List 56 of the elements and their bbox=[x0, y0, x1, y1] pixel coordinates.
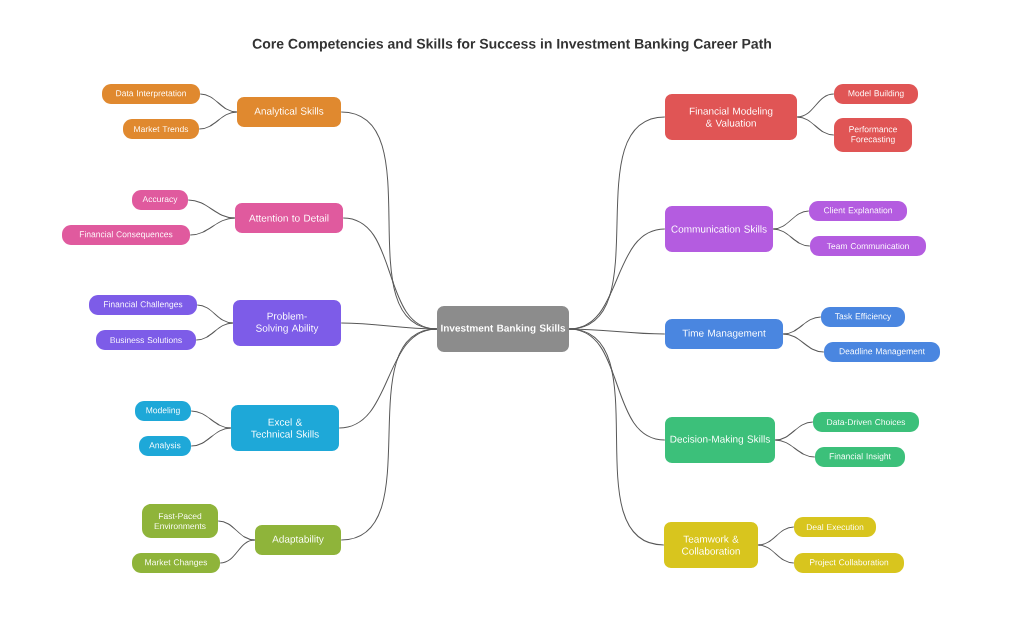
skill-box: Excel & Technical Skills bbox=[231, 405, 339, 451]
connector bbox=[796, 93, 835, 118]
connector bbox=[772, 228, 811, 247]
sub-skill-pill: Modeling bbox=[135, 401, 191, 421]
connector bbox=[340, 328, 438, 541]
skill-box: Financial Modeling & Valuation bbox=[665, 94, 797, 140]
sub-skill-pill: Business Solutions bbox=[96, 330, 196, 350]
connector bbox=[199, 93, 238, 113]
sub-skill-pill: Market Changes bbox=[132, 553, 220, 573]
title: Core Competencies and Skills for Success in Investment Banking Career Path bbox=[252, 38, 771, 52]
connector bbox=[338, 328, 438, 429]
sub-skill-pill: Accuracy bbox=[132, 190, 188, 210]
connector bbox=[196, 304, 234, 324]
connector bbox=[190, 410, 232, 429]
connector bbox=[568, 328, 665, 546]
sub-skill-pill: Market Trends bbox=[123, 119, 199, 139]
sub-skill-pill: Performance Forecasting bbox=[834, 118, 912, 152]
connector bbox=[796, 116, 835, 136]
skill-box: Problem-Solving Ability bbox=[233, 300, 341, 346]
connector bbox=[757, 526, 795, 546]
connector bbox=[189, 217, 236, 236]
connector bbox=[219, 539, 256, 564]
sub-skill-pill: Deal Execution bbox=[794, 517, 876, 537]
skill-box: Adaptability bbox=[255, 525, 341, 555]
sub-skill-pill: Project Collaboration bbox=[794, 553, 904, 573]
skill-box: Time Management bbox=[665, 319, 783, 349]
sub-skill-pill: Deadline Management bbox=[824, 342, 940, 362]
sub-skill-pill: Fast-Paced Environments bbox=[142, 504, 218, 538]
connector bbox=[782, 333, 825, 353]
connector bbox=[195, 322, 234, 341]
connector bbox=[782, 316, 822, 335]
connector bbox=[198, 111, 238, 130]
skill-box: Teamwork & Collaboration bbox=[664, 522, 758, 568]
sub-skill-pill: Model Building bbox=[834, 84, 918, 104]
skill-box: Decision-Making Skills bbox=[665, 417, 775, 463]
skill-box: Communication Skills bbox=[665, 206, 773, 252]
sub-skill-pill: Financial Consequences bbox=[62, 225, 190, 245]
sub-skill-pill: Financial Insight bbox=[815, 447, 905, 467]
connector bbox=[757, 544, 795, 564]
sub-skill-pill: Data-Driven Choices bbox=[813, 412, 919, 432]
hub-node: Investment Banking Skills bbox=[437, 306, 569, 352]
connector bbox=[187, 199, 236, 219]
sub-skill-pill: Data Interpretation bbox=[102, 84, 200, 104]
connector bbox=[774, 421, 814, 441]
connector bbox=[772, 210, 810, 230]
sub-skill-pill: Client Explanation bbox=[809, 201, 907, 221]
sub-skill-pill: Analysis bbox=[139, 436, 191, 456]
connector bbox=[190, 427, 232, 447]
connector bbox=[774, 439, 816, 458]
sub-skill-pill: Financial Challenges bbox=[89, 295, 197, 315]
sub-skill-pill: Team Communication bbox=[810, 236, 926, 256]
sub-skill-pill: Task Efficiency bbox=[821, 307, 905, 327]
skill-box: Analytical Skills bbox=[237, 97, 341, 127]
connector bbox=[568, 328, 666, 441]
connector bbox=[217, 520, 256, 541]
skill-box: Attention to Detail bbox=[235, 203, 343, 233]
